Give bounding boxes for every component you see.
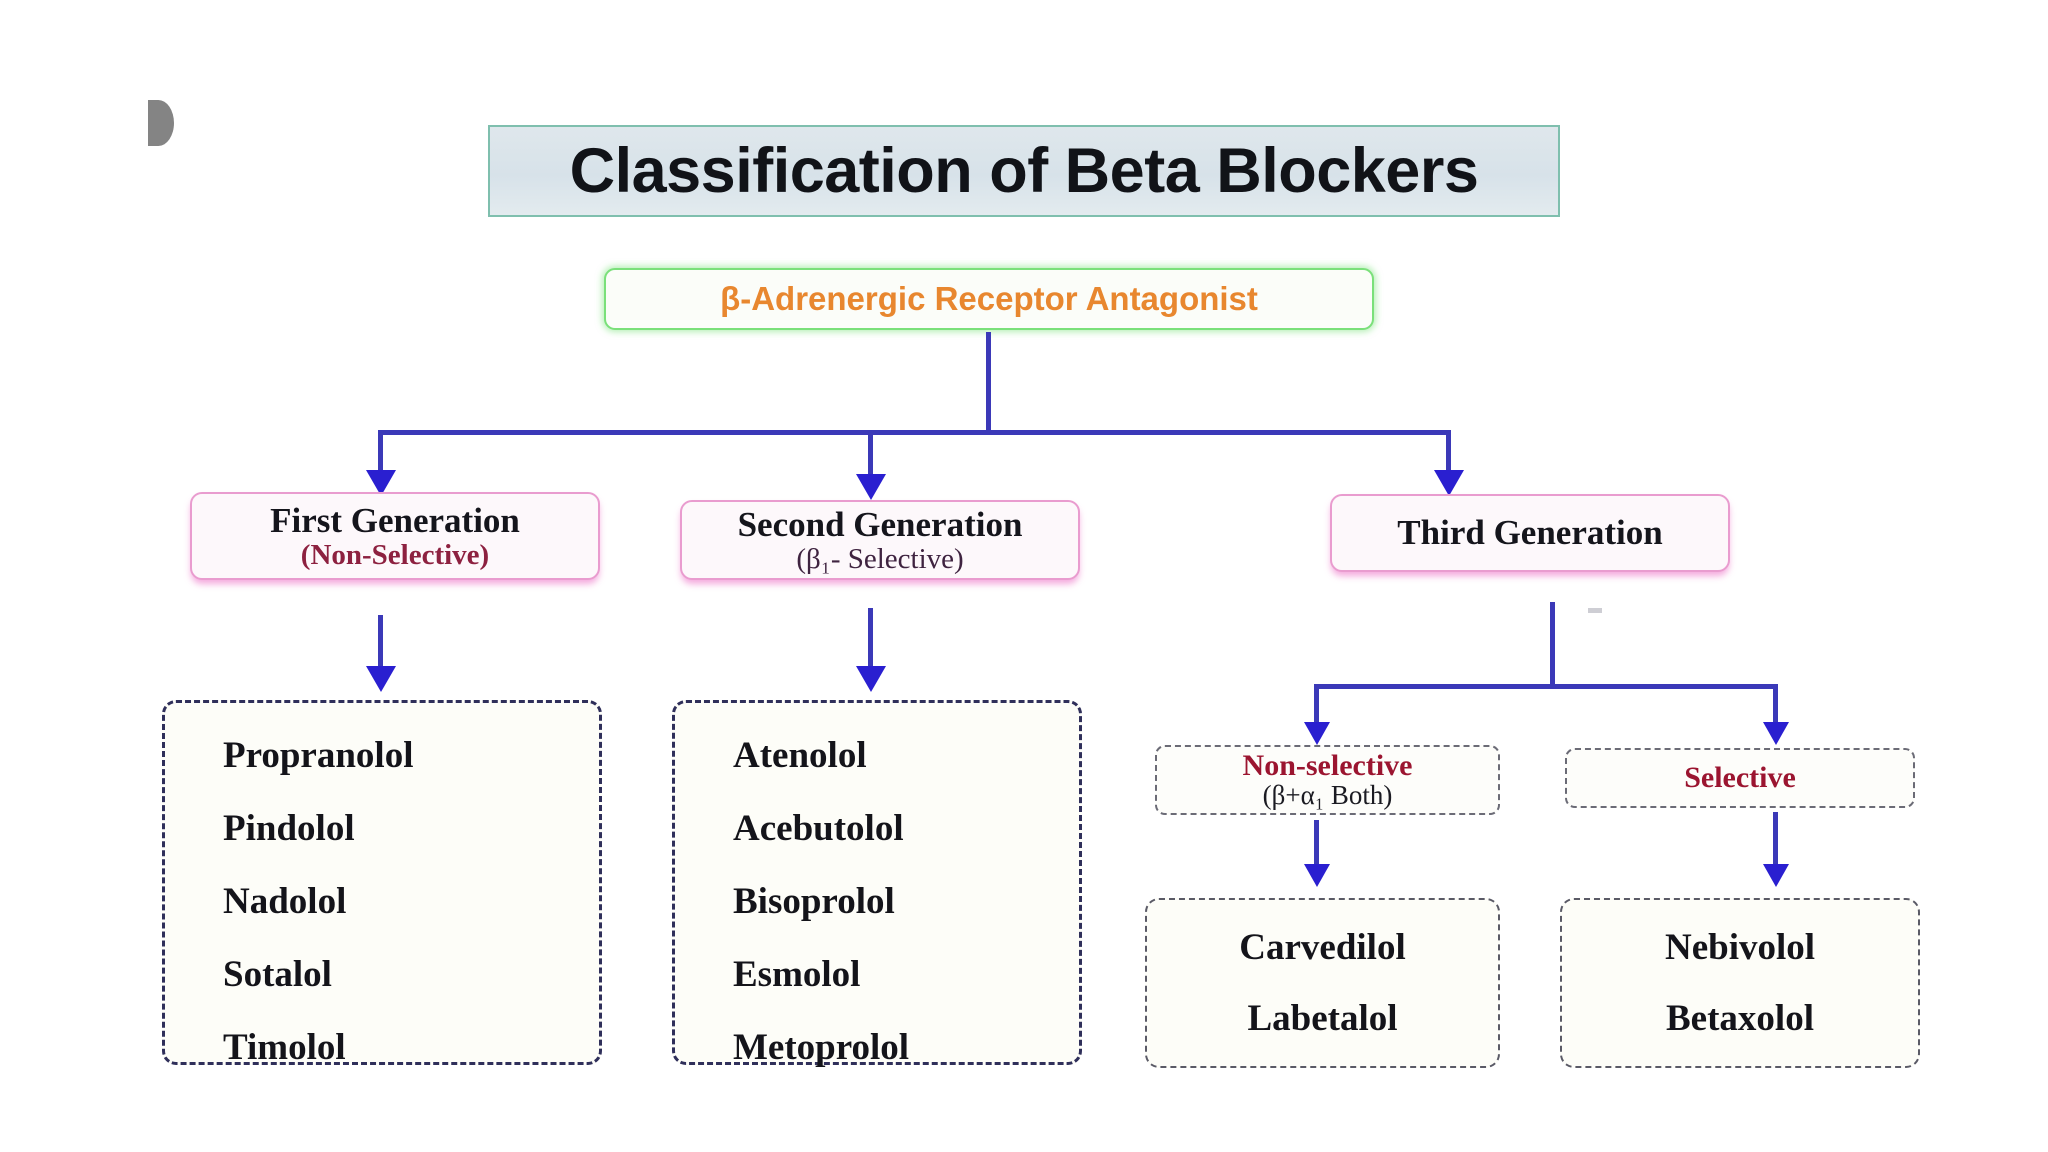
list-item: Labetalol — [1247, 998, 1398, 1039]
list-item: Atenolol — [733, 735, 867, 776]
arrow-to-selective — [1763, 722, 1789, 745]
non-selective-label: Non-selective — [1242, 748, 1413, 782]
list-item: Metoprolol — [733, 1027, 910, 1068]
node-second-generation[interactable]: Second Generation (β₁- Selective) — [680, 500, 1080, 580]
cursor-artifact — [148, 100, 174, 146]
drug-list-first-generation: Propranolol Pindolol Nadolol Sotalol Tim… — [162, 700, 602, 1068]
connector-selective-to-drugs — [1773, 812, 1778, 868]
list-item: Acebutolol — [733, 808, 904, 849]
page-title: Classification of Beta Blockers — [569, 136, 1479, 206]
node-third-generation-non-selective[interactable]: Non-selective (β+α₁ Both) — [1155, 745, 1500, 815]
connector-first-generation-to-drugs — [378, 615, 383, 670]
node-third-generation-selective[interactable]: Selective — [1565, 748, 1915, 808]
connector-third-generation-bus — [1314, 684, 1778, 689]
node-first-generation[interactable]: First Generation (Non-Selective) — [190, 492, 600, 580]
root-node-label: β-Adrenergic Receptor Antagonist — [720, 280, 1258, 317]
second-generation-title: Second Generation — [737, 504, 1023, 544]
list-item: Nebivolol — [1664, 927, 1816, 968]
diagram-title-box: Classification of Beta Blockers — [488, 125, 1560, 217]
drug-list-third-generation-non-selective: Carvedilol Labetalol — [1145, 898, 1500, 1068]
list-item: Carvedilol — [1239, 927, 1406, 968]
selective-label: Selective — [1684, 760, 1796, 794]
connector-to-second-generation — [868, 430, 873, 477]
third-generation-title: Third Generation — [1397, 513, 1663, 553]
root-node-beta-adrenergic-receptor-antagonist: β-Adrenergic Receptor Antagonist — [604, 268, 1374, 330]
scan-artifact-mark — [1588, 608, 1602, 613]
connector-to-non-selective — [1314, 684, 1319, 727]
connector-second-generation-to-drugs — [868, 608, 873, 670]
connector-to-selective — [1773, 684, 1778, 727]
list-item: Sotalol — [223, 954, 332, 995]
connector-level1-bus — [378, 430, 1451, 435]
drug-list-second-generation: Atenolol Acebutolol Bisoprolol Esmolol M… — [672, 700, 1082, 1068]
arrow-non-selective-to-drugs — [1304, 864, 1330, 887]
non-selective-note: (β+α₁ Both) — [1262, 779, 1393, 810]
drug-list-third-generation-selective: Nebivolol Betaxolol — [1560, 898, 1920, 1068]
first-generation-title: First Generation — [270, 500, 520, 540]
node-third-generation[interactable]: Third Generation — [1330, 494, 1730, 572]
list-item: Esmolol — [733, 954, 861, 995]
arrow-to-non-selective — [1304, 722, 1330, 745]
arrow-to-third-generation — [1434, 470, 1464, 496]
list-item: Nadolol — [223, 881, 347, 922]
second-generation-subtitle: (β₁- Selective) — [796, 542, 964, 575]
connector-root-stem — [986, 332, 991, 430]
list-item: Propranolol — [223, 735, 414, 776]
connector-third-generation-stem — [1550, 602, 1555, 684]
first-generation-subtitle: (Non-Selective) — [300, 538, 490, 571]
arrow-second-generation-to-drugs — [856, 666, 886, 692]
list-item: Pindolol — [223, 808, 355, 849]
list-item: Bisoprolol — [733, 881, 895, 922]
arrow-first-generation-to-drugs — [366, 666, 396, 692]
arrow-selective-to-drugs — [1763, 864, 1789, 887]
connector-non-selective-to-drugs — [1314, 820, 1319, 868]
list-item: Betaxolol — [1666, 998, 1814, 1039]
arrow-to-first-generation — [366, 470, 396, 496]
list-item: Timolol — [223, 1027, 346, 1068]
arrow-to-second-generation — [856, 474, 886, 500]
connector-to-first-generation — [378, 430, 383, 473]
connector-to-third-generation — [1446, 430, 1451, 473]
